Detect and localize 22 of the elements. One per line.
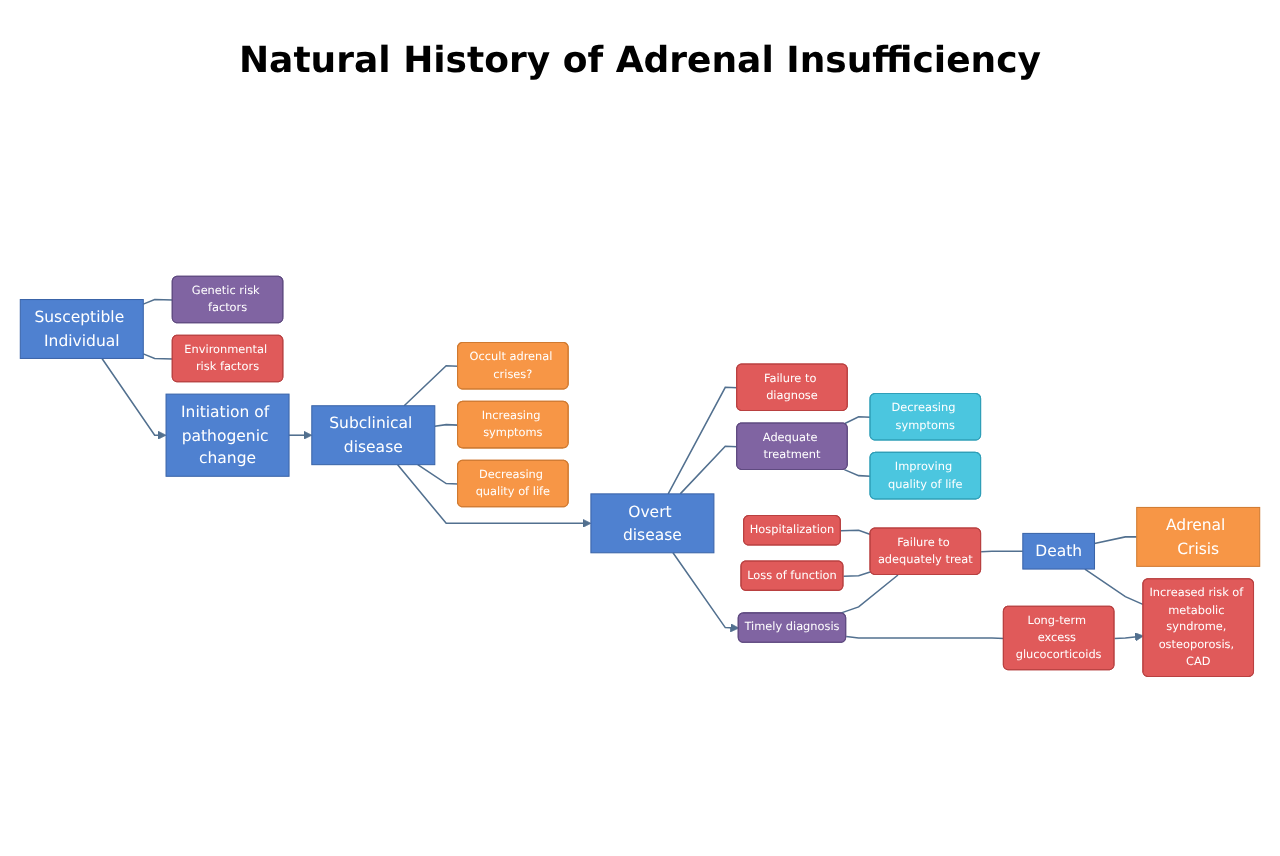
- connector: [142, 298, 174, 305]
- connector: [142, 352, 174, 360]
- connector: [842, 570, 872, 577]
- arrow: [396, 463, 592, 528]
- connector: [840, 529, 872, 535]
- arrow: [672, 551, 740, 632]
- arrow: [288, 430, 313, 440]
- connector: [843, 468, 872, 477]
- diagram-title: Natural History of Adrenal Insufficiency: [238, 40, 1042, 82]
- connector: [845, 635, 1005, 639]
- connector: [667, 386, 738, 495]
- arrow: [101, 357, 167, 440]
- connector: [1084, 567, 1145, 605]
- connector: [843, 415, 872, 425]
- connector: [1093, 535, 1138, 544]
- connector: [839, 573, 899, 614]
- connector: [403, 364, 459, 407]
- connector: [679, 445, 738, 495]
- arrow: [1113, 631, 1144, 641]
- connector: [416, 463, 459, 485]
- connector: [980, 550, 1024, 553]
- connector: [434, 423, 459, 427]
